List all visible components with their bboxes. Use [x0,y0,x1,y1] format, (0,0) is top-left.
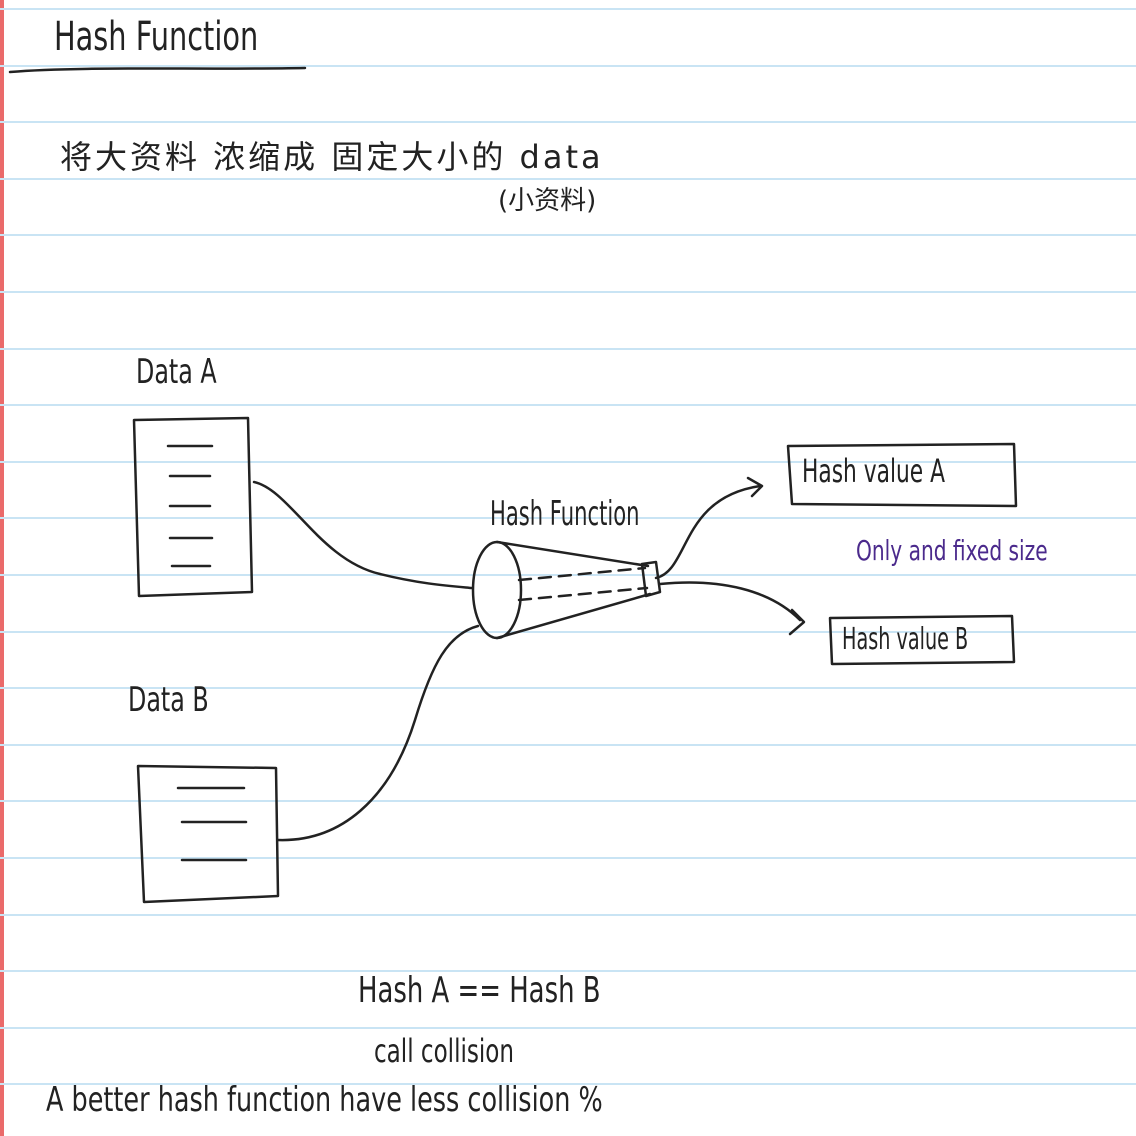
hash-value-a-box [786,442,1018,508]
ruled-line [0,800,1136,802]
ruled-line [0,914,1136,916]
fixed-size-annotation: Only and fixed size [856,534,1048,567]
arrow-to-hash-a [654,484,762,580]
data-a-document [132,416,254,598]
ruled-line [0,65,1136,67]
data-a-label: Data A [136,352,217,392]
collision-equation: Hash A == Hash B [358,970,601,1011]
arrow-to-hash-b [658,581,802,622]
call-collision-text: call collision [374,1032,514,1070]
ruled-line [0,687,1136,689]
hash-value-a-label: Hash value A [802,452,945,490]
ruled-line [0,404,1136,406]
ruled-line [0,8,1136,10]
ruled-line [0,1083,1136,1085]
margin-line [0,0,4,1136]
ruled-line [0,178,1136,180]
data-b-label: Data B [128,680,209,720]
ruled-line [0,631,1136,633]
arrow-head-a [746,476,764,498]
hash-function-label: Hash Function [490,494,640,534]
conclusion-text: A better hash function have less collisi… [46,1080,603,1120]
ruled-line [0,1027,1136,1029]
ruled-line [0,291,1136,293]
arrow-head-b [788,608,806,636]
hash-value-b-box [828,614,1016,666]
ruled-line [0,517,1136,519]
ruled-line [0,461,1136,463]
data-b-connector [276,624,480,842]
intro-line-2: (小资料) [498,186,597,216]
ruled-line [0,121,1136,123]
data-b-document [136,764,280,904]
ruled-line [0,744,1136,746]
ruled-line [0,348,1136,350]
hash-value-b-label: Hash value B [842,622,969,657]
ruled-line [0,970,1136,972]
hash-function-funnel [471,540,662,640]
intro-line-1: 将大资料 浓缩成 固定大小的 data [60,138,604,176]
page-title: Hash Function [54,14,259,60]
ruled-line [0,234,1136,236]
title-underline [8,66,307,74]
ruled-line [0,857,1136,859]
data-a-connector [252,480,474,590]
